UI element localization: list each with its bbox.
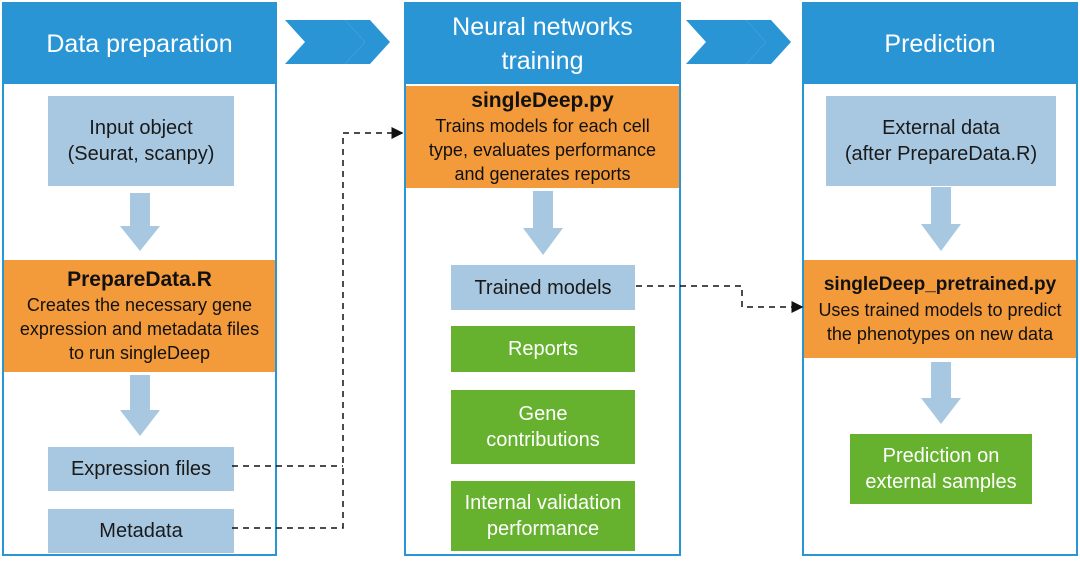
input-object-label: Input object (Seurat, scanpy) [67,117,215,165]
down-arrow-4 [921,187,961,251]
column-title-prediction: Prediction [804,4,1076,84]
trained-models-label: Trained models [474,276,612,299]
down-arrow-2 [120,375,160,436]
internal-validation-box: Internal validation performance [451,481,635,551]
pretrained-box: singleDeep_pretrained.py Uses trained mo… [804,260,1076,358]
internal-validation-label: Internal validation performance [464,492,622,540]
reports-box: Reports [451,326,635,372]
column-neural-networks-training: Neural networks training singleDeep.py T… [404,2,681,556]
column-title-data-preparation: Data preparation [4,4,275,84]
input-object-box: Input object (Seurat, scanpy) [48,96,234,186]
gene-contributions-box: Gene contributions [451,390,635,464]
reports-label: Reports [507,338,579,360]
metadata-box: Metadata [48,509,234,553]
prediction-box: Prediction on external samples [850,434,1032,504]
singledeep-box: singleDeep.py Trains models for each cel… [406,86,679,188]
pretrained-description: Uses trained models to predict the pheno… [818,300,1062,344]
prediction-label: Prediction on external samples [865,445,1017,493]
expression-files-box: Expression files [48,447,234,491]
external-data-label: External data (after PrepareData.R) [844,117,1038,165]
column-data-preparation: Data preparation Input object (Seurat, s… [2,2,277,556]
expression-files-label: Expression files [70,458,212,480]
gene-contributions-label: Gene contributions [486,403,600,451]
external-data-box: External data (after PrepareData.R) [826,96,1056,186]
metadata-label: Metadata [99,520,183,542]
singledeep-description: Trains models for each cell type, evalua… [428,116,657,184]
dashed-connector-inputs [232,127,404,529]
preparedata-box: PrepareData.R Creates the necessary gene… [4,260,275,372]
column-title-neural-networks-training: Neural networks training [406,4,679,84]
down-arrow-1 [120,193,160,251]
down-arrow-5 [921,362,961,424]
down-arrow-3 [523,191,563,255]
dashed-connector-models [636,285,804,313]
column-prediction: Prediction External data (after PrepareD… [802,2,1078,556]
chevron-arrow-2 [686,20,791,64]
trained-models-box: Trained models [451,265,635,310]
pretrained-title: singleDeep_pretrained.py [823,274,1057,295]
singledeep-title: singleDeep.py [471,89,614,112]
chevron-arrow-1 [285,20,390,64]
preparedata-description: Creates the necessary gene expression an… [19,295,260,363]
preparedata-title: PrepareData.R [67,268,212,291]
